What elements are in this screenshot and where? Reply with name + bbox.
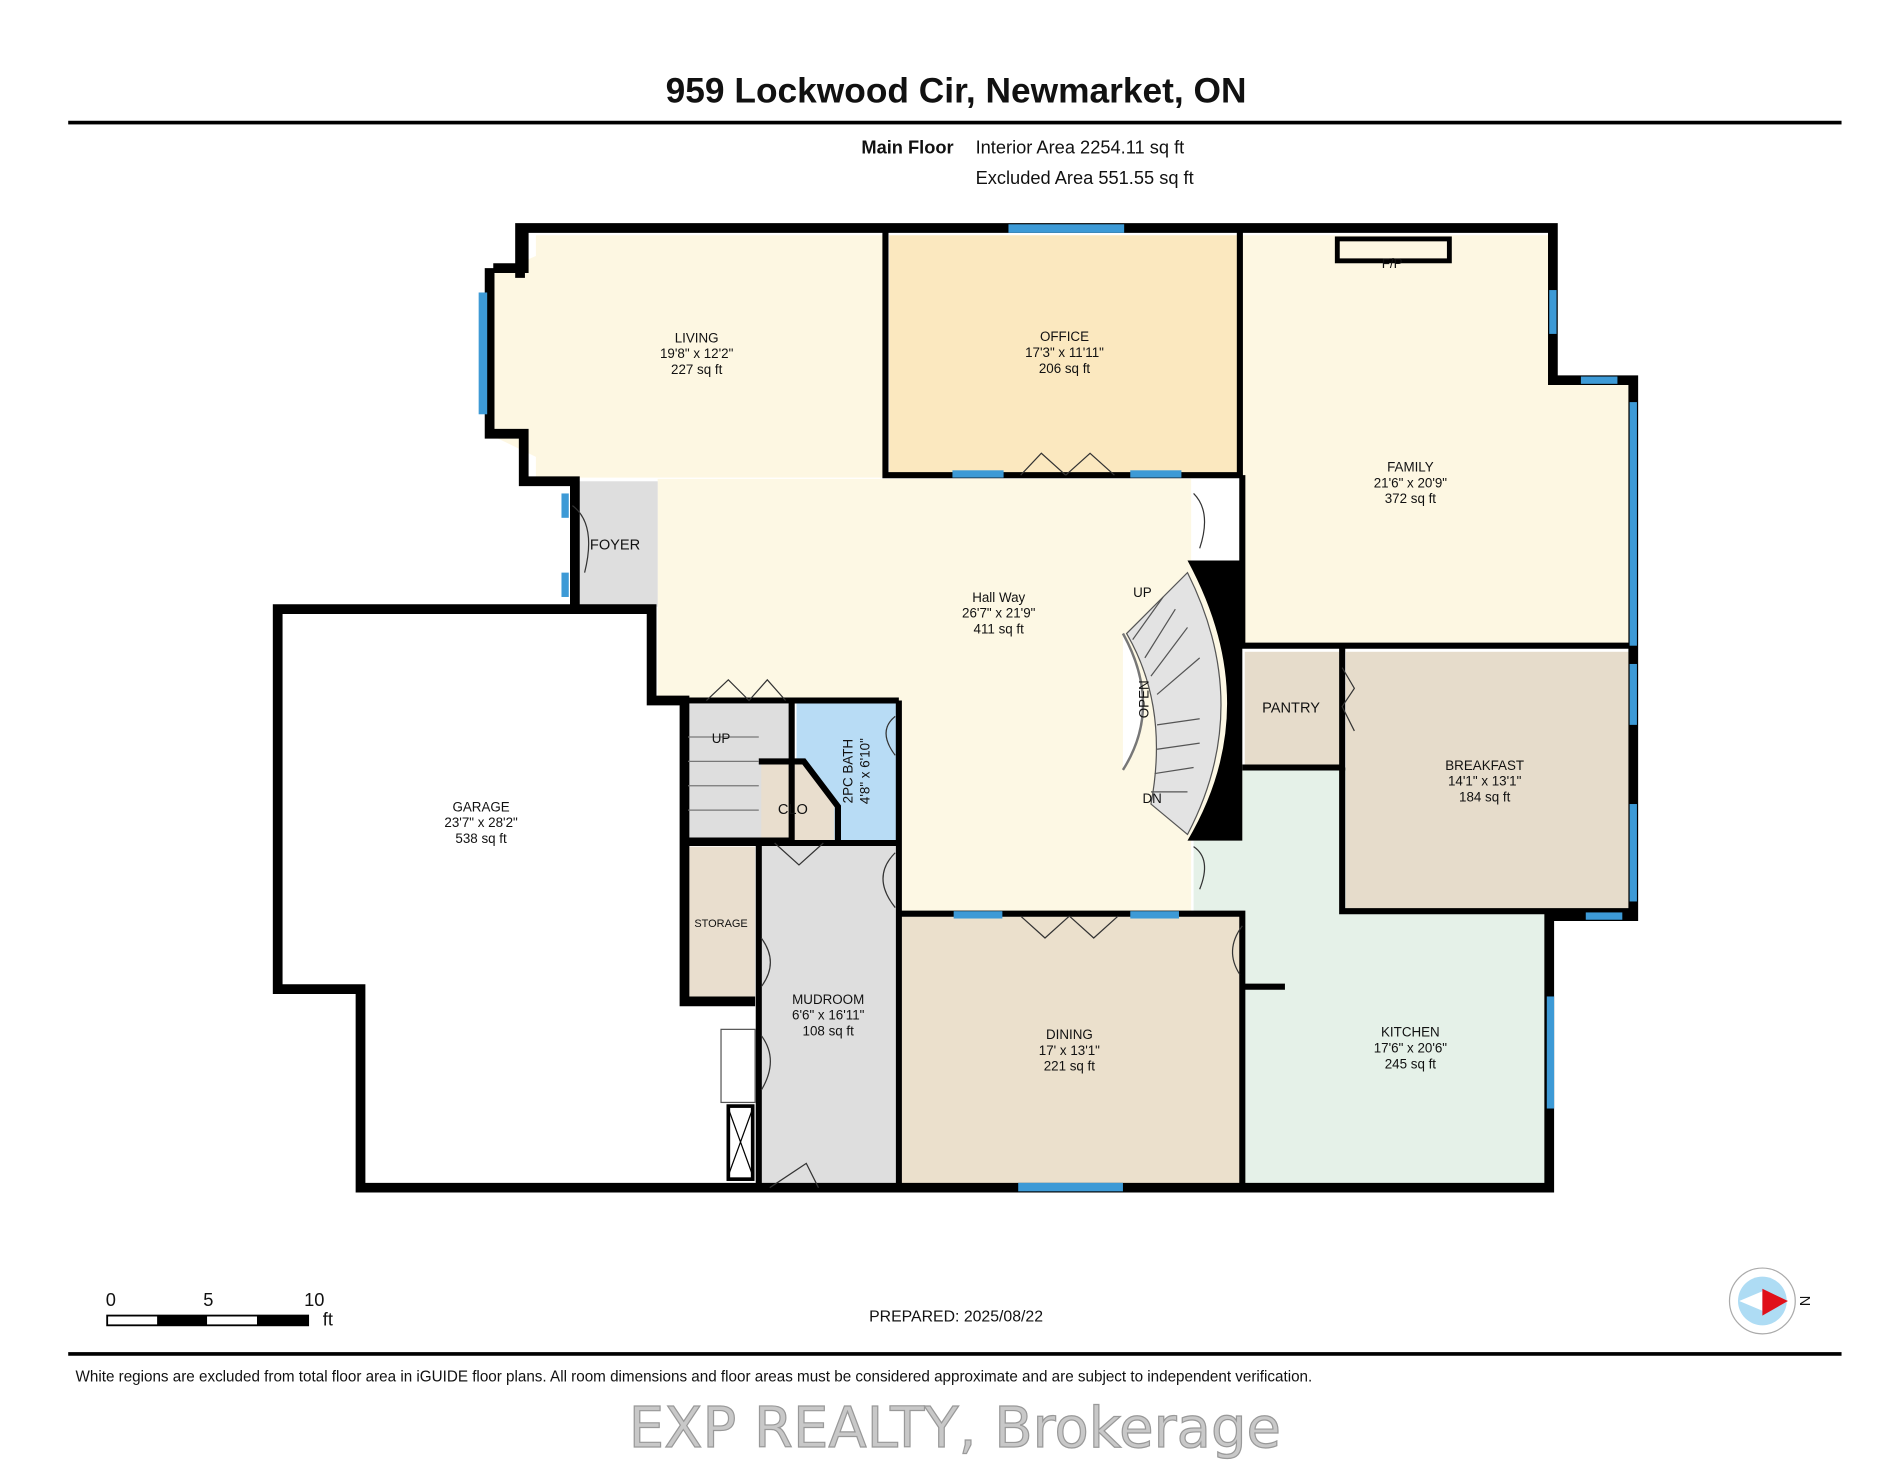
scale-unit: ft bbox=[323, 1308, 333, 1329]
office-name: OFFICE bbox=[1040, 329, 1089, 344]
compass-north-label: N bbox=[1796, 1296, 1812, 1307]
compass-icon: N bbox=[1728, 1267, 1812, 1335]
room-office bbox=[889, 235, 1240, 474]
mudroom-dims: 6'6" x 16'11" bbox=[792, 1008, 865, 1023]
stair-up2-label: UP bbox=[712, 731, 731, 746]
family-name: FAMILY bbox=[1387, 460, 1434, 475]
stair-wall bbox=[1187, 560, 1243, 841]
header-rule bbox=[68, 120, 1842, 125]
interior-area: Interior Area 2254.11 sq ft bbox=[976, 137, 1185, 158]
scale-tick-10: 10 bbox=[304, 1289, 324, 1310]
footer-rule bbox=[68, 1352, 1842, 1356]
room-fills bbox=[277, 235, 1630, 1186]
family-area: 372 sq ft bbox=[1385, 491, 1437, 506]
scale-tick-5: 5 bbox=[203, 1289, 213, 1310]
open-label: OPEN bbox=[1137, 680, 1152, 718]
storage-label: STORAGE bbox=[694, 918, 747, 930]
room-living bbox=[493, 235, 886, 478]
room-breakfast bbox=[1345, 651, 1630, 912]
pantry-label: PANTRY bbox=[1262, 701, 1320, 717]
room-foyer bbox=[572, 481, 658, 607]
disclaimer: White regions are excluded from total fl… bbox=[76, 1368, 1313, 1385]
hallway-area: 411 sq ft bbox=[974, 622, 1025, 637]
room-family bbox=[1242, 235, 1630, 644]
foyer-label: FOYER bbox=[590, 537, 640, 553]
garage-name: GARAGE bbox=[452, 799, 509, 814]
bath-name: 2PC BATH bbox=[841, 739, 856, 803]
room-pantry bbox=[1244, 651, 1343, 766]
fireplace-label: F/P bbox=[1382, 256, 1403, 271]
clo-label: CLO bbox=[778, 802, 808, 818]
curved-staircase bbox=[688, 571, 1222, 836]
family-dims: 21'6" x 20'9" bbox=[1374, 475, 1448, 490]
mudroom-area: 108 sq ft bbox=[803, 1023, 855, 1038]
windows bbox=[478, 224, 1637, 1192]
breakfast-area: 184 sq ft bbox=[1459, 790, 1511, 805]
mudroom-name: MUDROOM bbox=[792, 992, 864, 1007]
kitchen-area: 245 sq ft bbox=[1385, 1056, 1437, 1071]
dining-area: 221 sq ft bbox=[1044, 1059, 1096, 1074]
page-title: 959 Lockwood Cir, Newmarket, ON bbox=[666, 71, 1247, 110]
kitchen-name: KITCHEN bbox=[1381, 1025, 1440, 1040]
hallway-name: Hall Way bbox=[972, 590, 1025, 605]
stair-dn-label: DN bbox=[1143, 791, 1162, 806]
room-dining bbox=[898, 916, 1243, 1185]
straight-stair bbox=[688, 736, 759, 811]
dining-name: DINING bbox=[1046, 1027, 1093, 1042]
living-dims: 19'8" x 12'2" bbox=[660, 346, 734, 361]
fireplace bbox=[1334, 236, 1452, 264]
dining-dims: 17' x 13'1" bbox=[1039, 1043, 1100, 1058]
scale-bar: 0 5 10 ft bbox=[106, 1289, 333, 1329]
kitchen-dims: 17'6" x 20'6" bbox=[1374, 1040, 1448, 1055]
prepared-date: PREPARED: 2025/08/22 bbox=[869, 1309, 1043, 1326]
living-name: LIVING bbox=[675, 330, 719, 345]
hallway-dims: 26'7" x 21'9" bbox=[962, 606, 1036, 621]
living-area: 227 sq ft bbox=[671, 362, 723, 377]
bath-dims: 4'8" x 6'10" bbox=[858, 738, 873, 804]
room-storage bbox=[688, 846, 756, 999]
excluded-area: Excluded Area 551.55 sq ft bbox=[976, 167, 1194, 188]
breakfast-dims: 14'1" x 13'1" bbox=[1448, 774, 1522, 789]
breakfast-name: BREAKFAST bbox=[1445, 758, 1524, 773]
doors bbox=[572, 452, 1356, 1189]
room-mudroom bbox=[761, 844, 896, 1186]
scale-tick-0: 0 bbox=[106, 1289, 116, 1310]
garage-dims: 23'7" x 28'2" bbox=[444, 815, 518, 830]
office-dims: 17'3" x 11'11" bbox=[1025, 345, 1104, 360]
room-hallway bbox=[657, 478, 1243, 912]
garage-area: 538 sq ft bbox=[455, 831, 507, 846]
office-area: 206 sq ft bbox=[1039, 361, 1091, 376]
floor-label: Main Floor bbox=[861, 137, 953, 158]
room-labels: LIVING 19'8" x 12'2" 227 sq ft OFFICE 17… bbox=[444, 256, 1524, 1074]
room-kitchen bbox=[1193, 767, 1550, 1185]
room-garage bbox=[277, 612, 756, 1185]
stair-up-label: UP bbox=[1133, 585, 1152, 600]
watermark: EXP REALTY, Brokerage bbox=[629, 1396, 1281, 1461]
